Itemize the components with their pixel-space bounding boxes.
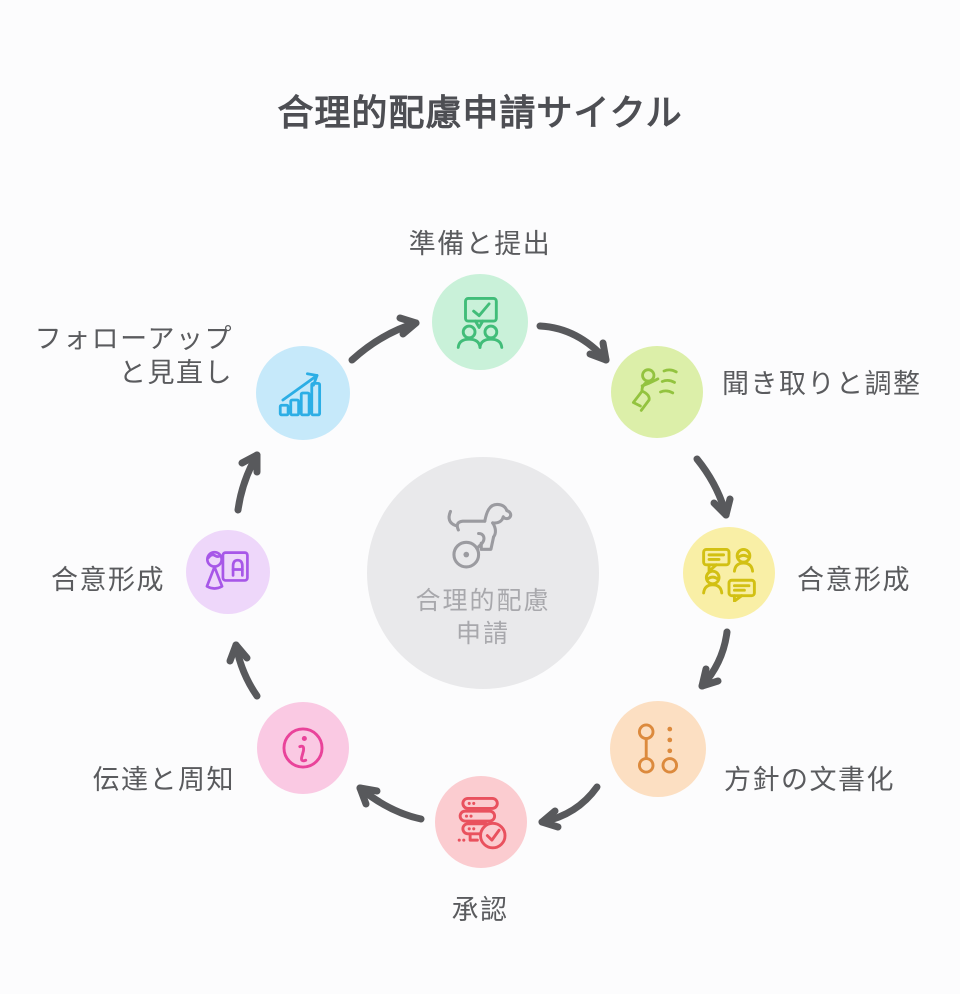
step-consensus-left-label: 合意形成	[51, 565, 165, 595]
step-approval-node	[435, 776, 527, 868]
active-person-icon	[631, 368, 678, 412]
step-consensus-right-label: 合意形成	[797, 565, 911, 595]
step-hearing-node	[611, 346, 703, 438]
center-node: 合理的配慮 申請	[367, 457, 599, 689]
info-icon	[282, 727, 324, 769]
page-title: 合理的配慮申請サイクル	[277, 92, 683, 133]
arrow-hearing-to-consensus-head-icon	[710, 495, 734, 519]
center-label-line2: 申請	[455, 620, 510, 648]
step-hearing-label: 聞き取りと調整	[722, 369, 922, 399]
step-inform-label: 伝達と周知	[92, 765, 235, 795]
arrow-prepare-to-hearing-head-icon	[586, 339, 610, 364]
presentation-check-icon	[456, 296, 504, 349]
step-consensus-right-node	[683, 527, 775, 619]
step-followup-label-line2: と見直し	[119, 358, 233, 388]
arrow-approval-to-inform-head-icon	[356, 784, 381, 808]
server-check-icon	[457, 796, 507, 850]
step-prepare-node	[432, 274, 528, 370]
milestones-icon	[637, 723, 679, 774]
step-followup-label-line1: フォローアップ	[34, 324, 233, 354]
step-approval-label: 承認	[451, 895, 509, 925]
discussion-icon	[702, 547, 756, 602]
arrow-consensus-to-document-head-icon	[698, 665, 722, 690]
growth-chart-icon	[278, 372, 322, 417]
person-board-icon	[205, 550, 249, 590]
step-followup-label: フォローアップ と見直し	[35, 322, 233, 390]
step-inform-node	[257, 702, 349, 794]
arrow-document-to-approval-head-icon	[538, 807, 562, 831]
step-document-node	[610, 701, 706, 797]
arrow-followup-to-prepare-head-icon	[396, 314, 420, 338]
step-followup-node	[256, 346, 350, 440]
arrow-agreement-to-followup-head-icon	[238, 451, 261, 476]
step-consensus-left-node	[186, 530, 270, 614]
center-label: 合理的配慮 申請	[415, 585, 550, 651]
step-document-label: 方針の文書化	[724, 765, 895, 795]
arrow-inform-to-agreement-head-icon	[226, 641, 251, 665]
assistance-dog-icon	[447, 502, 513, 569]
center-label-line1: 合理的配慮	[415, 587, 551, 615]
step-prepare-label: 準備と提出	[408, 229, 552, 259]
